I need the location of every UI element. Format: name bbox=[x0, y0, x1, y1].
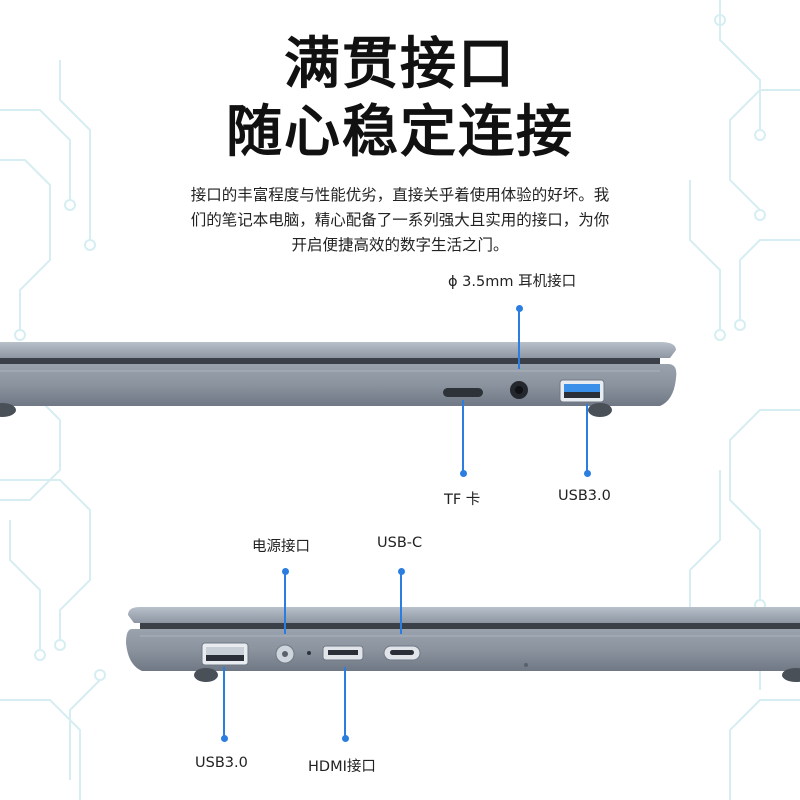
leader-dot-hdmi bbox=[342, 735, 349, 742]
page-title-line-1: 满贯接口 bbox=[284, 32, 516, 97]
leader-line-usb-c bbox=[400, 572, 402, 634]
label-usb-right: USB3.0 bbox=[558, 488, 611, 504]
label-power: 电源接口 bbox=[252, 539, 310, 555]
label-hdmi: HDMI接口 bbox=[308, 759, 376, 775]
leader-dot-tf bbox=[460, 470, 467, 477]
description-line-2: 们的笔记本电脑，精心配备了一系列强大且实用的接口，为你 bbox=[190, 211, 610, 229]
leader-line-usb-right bbox=[586, 404, 588, 472]
laptop-left-side-view bbox=[126, 607, 800, 682]
description-line-3: 开启便捷高效的数字生活之门。 bbox=[291, 236, 509, 254]
description-line-1: 接口的丰富程度与性能优劣，直接关乎着使用体验的好坏。我 bbox=[190, 186, 610, 204]
label-tf-card: TF 卡 bbox=[444, 492, 481, 508]
leader-dot-power bbox=[282, 568, 289, 575]
leader-dot-usb-right bbox=[584, 470, 591, 477]
leader-dot-audio bbox=[516, 305, 523, 312]
label-usb-left: USB3.0 bbox=[195, 755, 248, 771]
leader-line-audio bbox=[518, 309, 520, 369]
leader-line-usb-left bbox=[223, 667, 225, 737]
leader-dot-usb-c bbox=[398, 568, 405, 575]
label-audio-jack: ϕ 3.5mm 耳机接口 bbox=[448, 274, 577, 290]
leader-line-tf bbox=[462, 400, 464, 472]
tf-card-slot bbox=[443, 388, 483, 397]
leader-line-hdmi bbox=[344, 667, 346, 737]
label-usb-c: USB-C bbox=[377, 535, 423, 551]
laptop-right-side-view bbox=[0, 342, 677, 417]
leader-line-power bbox=[284, 572, 286, 634]
leader-dot-usb-left bbox=[221, 735, 228, 742]
page-title-line-2: 随心稳定连接 bbox=[226, 100, 574, 165]
